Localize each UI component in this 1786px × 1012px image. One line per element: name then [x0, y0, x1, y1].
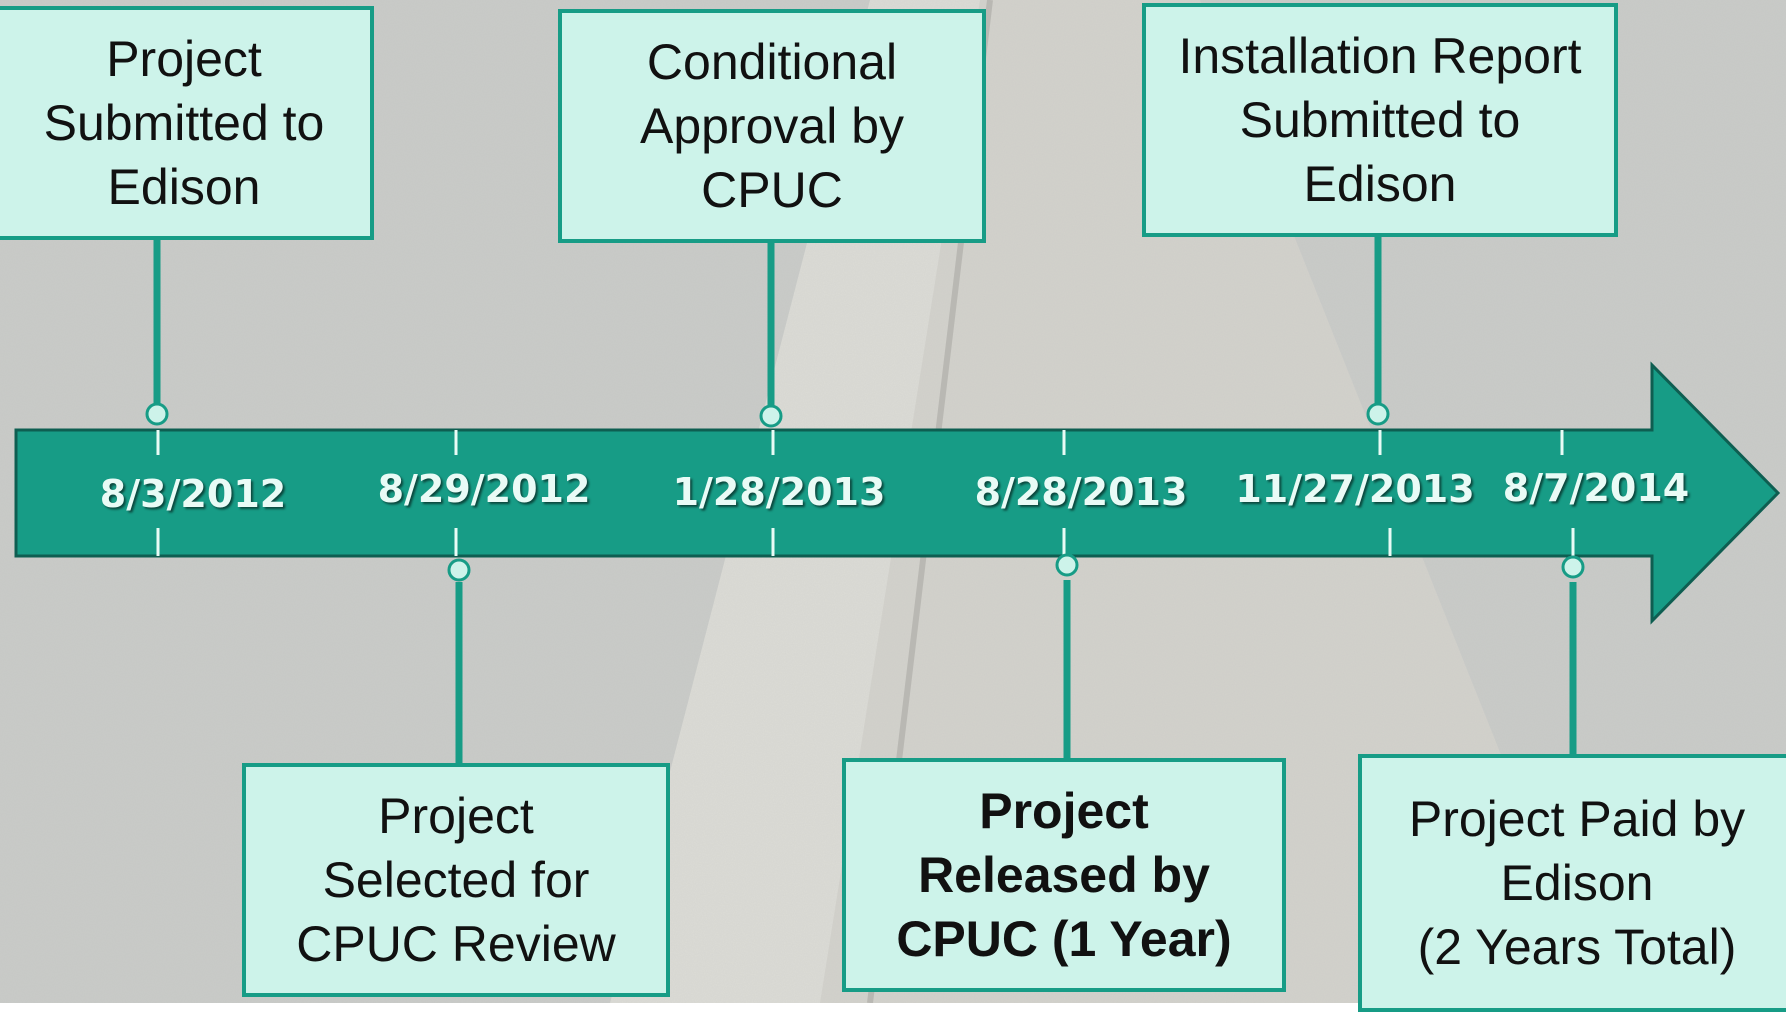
milestone-text: Project Released by CPUC (1 Year) [896, 779, 1231, 971]
milestone-line: CPUC (1 Year) [896, 911, 1232, 967]
milestone-box: Project Submitted to Edison [0, 6, 374, 240]
date-label: 8/7/2014 [1502, 466, 1690, 510]
milestone-text: Project Selected for CPUC Review [296, 784, 616, 976]
connectors [153, 236, 1577, 765]
date-label: 1/28/2013 [672, 470, 886, 514]
milestone-line: CPUC Review [296, 916, 616, 972]
date-label: 11/27/2013 [1235, 467, 1475, 511]
connector-dots [145, 402, 1585, 582]
milestone-box: Conditional Approval by CPUC [558, 9, 986, 243]
milestone-line: Project [106, 31, 262, 87]
milestone-box: Installation Report Submitted to Edison [1142, 3, 1618, 237]
timeline-arrow [14, 361, 1781, 625]
milestone-line: Submitted to [43, 95, 325, 151]
milestone-box: Project Paid by Edison (2 Years Total) [1358, 754, 1786, 1012]
milestone-line: Project Paid by [1408, 791, 1746, 847]
milestone-line: Conditional [646, 34, 898, 90]
milestone-line: Submitted to [1239, 92, 1521, 148]
milestone-line: Project [979, 783, 1149, 839]
milestone-box: Project Selected for CPUC Review [242, 763, 670, 997]
milestone-line: Project [378, 788, 534, 844]
milestone-text: Installation Report Submitted to Edison [1178, 24, 1581, 216]
milestone-line: Edison [1500, 855, 1654, 911]
milestone-line: Approval by [639, 98, 905, 154]
milestone-text: Project Paid by Edison (2 Years Total) [1409, 787, 1745, 979]
milestone-line: Edison [1303, 156, 1457, 212]
milestone-line: Edison [107, 159, 261, 215]
timeline-ticks [156, 430, 1575, 556]
date-label: 8/28/2013 [974, 470, 1188, 514]
milestone-text: Conditional Approval by CPUC [640, 30, 904, 222]
milestone-line: (2 Years Total) [1417, 919, 1737, 975]
date-label: 8/3/2012 [99, 472, 287, 516]
milestone-line: Installation Report [1178, 28, 1582, 84]
date-label: 8/29/2012 [377, 467, 591, 511]
milestone-line: CPUC [701, 162, 843, 218]
milestone-line: Released by [918, 847, 1210, 903]
milestone-box: Project Released by CPUC (1 Year) [842, 758, 1286, 992]
milestone-line: Selected for [322, 852, 590, 908]
milestone-text: Project Submitted to Edison [44, 27, 325, 219]
